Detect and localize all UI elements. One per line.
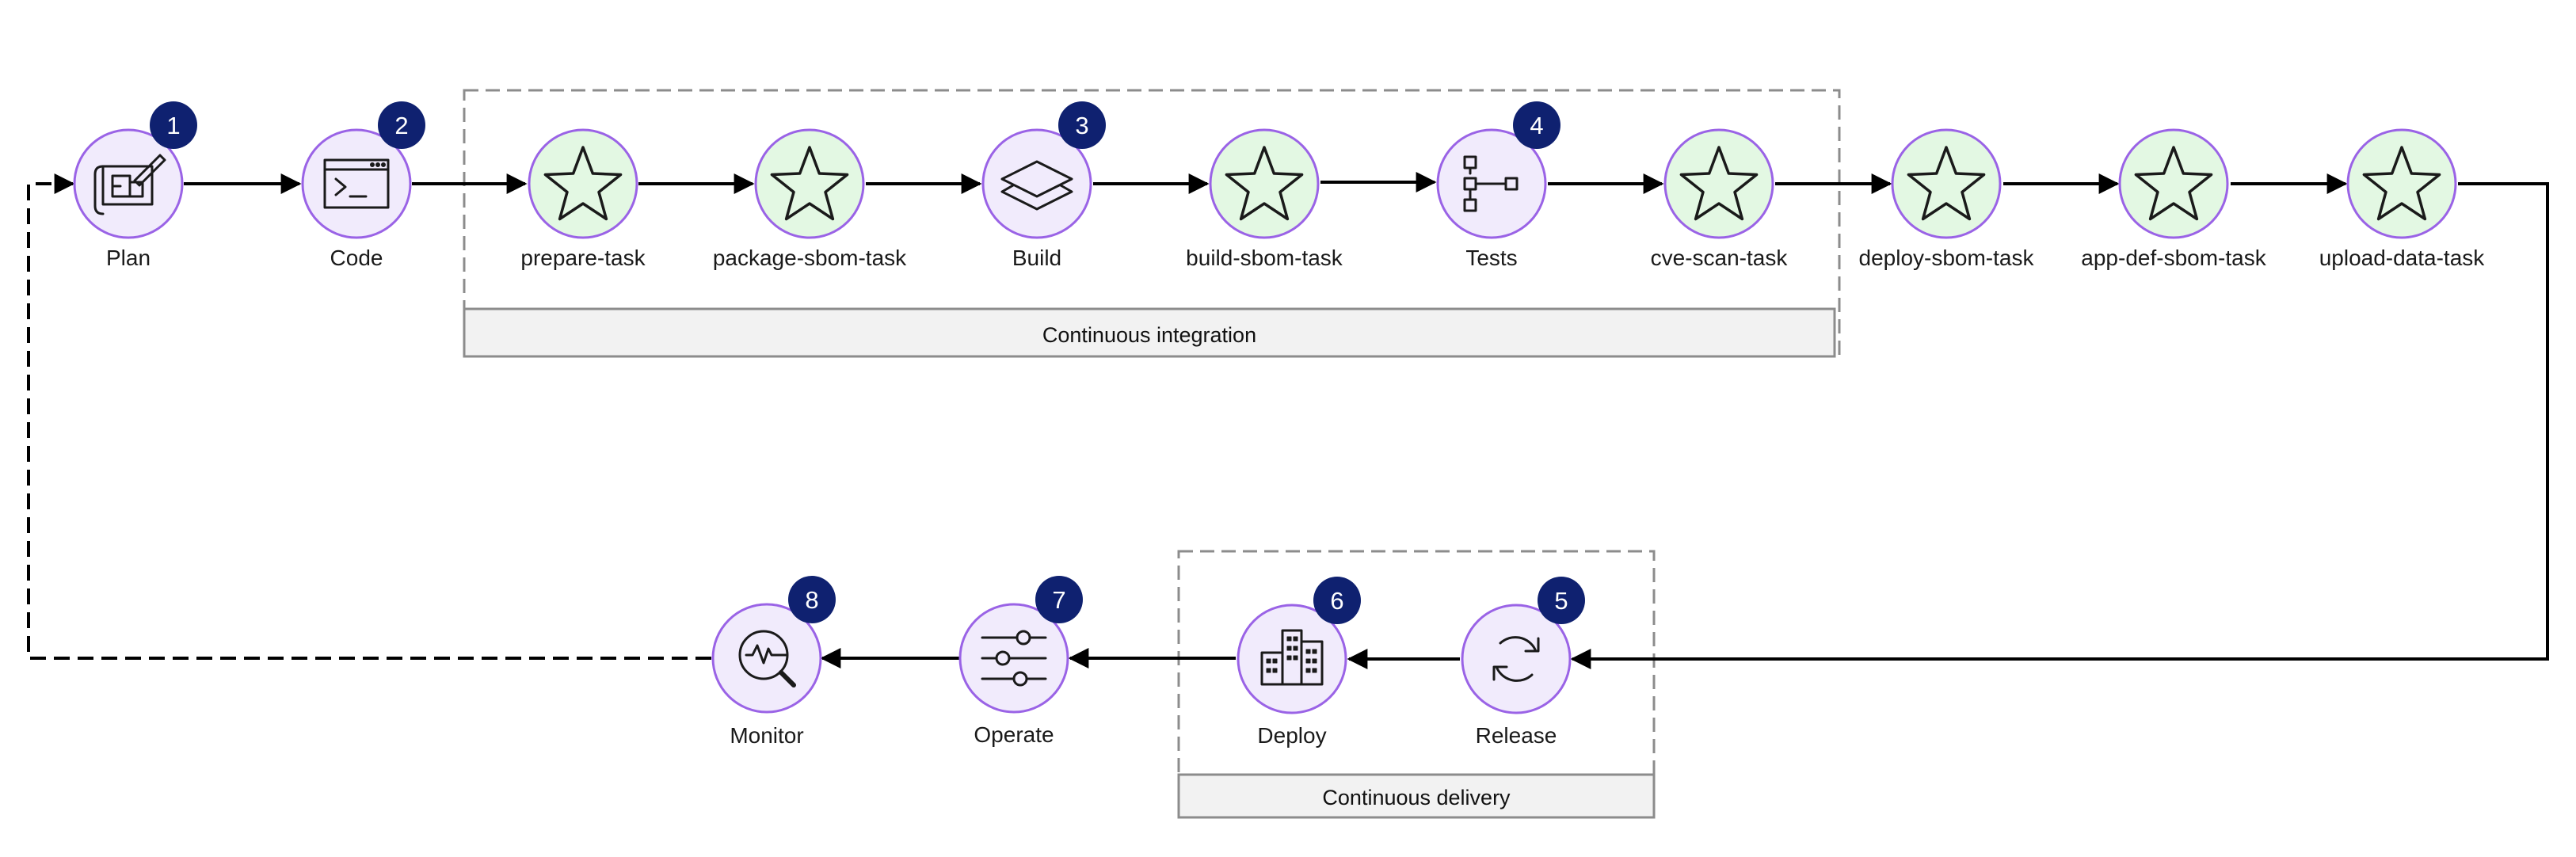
node-cvescan[interactable]: cve-scan-task — [1651, 128, 1789, 270]
node-prepare[interactable]: prepare-task — [520, 128, 646, 270]
node-circle — [1209, 128, 1320, 239]
node-circle — [528, 128, 638, 239]
terminal-window-icon — [323, 158, 390, 209]
step-badge: 5 — [1538, 577, 1585, 624]
node-label: prepare-task — [520, 246, 646, 270]
continuous-delivery-group: Continuous delivery — [1177, 550, 1656, 819]
node-label: package-sbom-task — [713, 246, 907, 270]
node-label: Build — [1012, 246, 1061, 270]
node-label: build-sbom-task — [1186, 246, 1343, 270]
node-build[interactable]: Build 3 — [981, 101, 1106, 270]
node-appdefsbom[interactable]: app-def-sbom-task — [2081, 128, 2267, 270]
step-number: 3 — [1075, 112, 1088, 139]
star-icon — [2134, 146, 2213, 221]
step-badge: 3 — [1058, 101, 1106, 149]
edge-monitor-plan-feedback — [27, 173, 711, 660]
node-operate[interactable]: Operate 7 — [958, 576, 1083, 747]
cd-label-box — [1177, 773, 1656, 819]
step-number: 4 — [1530, 112, 1543, 139]
node-label: deploy-sbom-task — [1859, 246, 2035, 270]
node-label: Monitor — [730, 723, 803, 748]
node-upload[interactable]: upload-data-task — [2319, 128, 2486, 270]
node-circle — [2118, 128, 2229, 239]
blueprint-icon — [93, 154, 166, 215]
edge-upload-release — [1570, 182, 2549, 669]
continuous-integration-group: Continuous integration — [463, 89, 1841, 358]
node-label: Release — [1476, 723, 1557, 748]
step-number: 1 — [166, 112, 180, 139]
connectors — [27, 172, 2549, 669]
star-icon — [2362, 146, 2441, 221]
step-badge: 1 — [150, 101, 197, 149]
node-code[interactable]: Code 2 — [301, 101, 425, 270]
node-label: Tests — [1465, 246, 1517, 270]
node-label: Deploy — [1257, 723, 1326, 748]
star-icon — [543, 146, 623, 221]
step-number: 8 — [805, 586, 818, 614]
flow-tree-icon — [1463, 155, 1519, 212]
node-pkgsbom[interactable]: package-sbom-task — [713, 128, 907, 270]
sliders-icon — [981, 630, 1047, 687]
step-number: 5 — [1554, 587, 1568, 615]
node-label: app-def-sbom-task — [2081, 246, 2266, 270]
step-number: 7 — [1052, 586, 1065, 614]
node-circle — [1237, 604, 1347, 714]
star-icon — [1679, 146, 1759, 221]
layers-icon — [1000, 160, 1073, 211]
node-circle — [73, 128, 184, 239]
node-buildsbom[interactable]: build-sbom-task — [1186, 128, 1343, 270]
monitor-search-icon — [738, 630, 796, 688]
node-circle — [1891, 128, 2002, 239]
step-badge: 8 — [788, 576, 836, 623]
node-circle — [1461, 604, 1572, 714]
star-icon — [770, 146, 849, 221]
refresh-icon — [1492, 636, 1540, 682]
node-label: Plan — [106, 246, 151, 270]
node-tests[interactable]: Tests 4 — [1436, 101, 1560, 270]
step-badge: 7 — [1035, 576, 1083, 623]
step-badge: 4 — [1513, 101, 1560, 149]
node-deploysbom[interactable]: deploy-sbom-task — [1859, 128, 2035, 270]
ci-label-box — [463, 307, 1836, 358]
node-label: upload-data-task — [2319, 246, 2486, 270]
node-circle — [1663, 128, 1774, 239]
node-monitor[interactable]: Monitor 8 — [711, 576, 836, 748]
node-circle — [981, 128, 1092, 239]
node-circle — [2346, 128, 2457, 239]
node-deploy[interactable]: Deploy 6 — [1237, 577, 1361, 748]
node-label: Operate — [974, 722, 1054, 747]
ci-label: Continuous integration — [1042, 323, 1256, 347]
step-number: 6 — [1330, 587, 1343, 615]
step-badge: 6 — [1313, 577, 1361, 624]
cd-label: Continuous delivery — [1322, 786, 1511, 809]
star-icon — [1225, 146, 1304, 221]
node-label: Code — [330, 246, 383, 270]
step-number: 2 — [394, 112, 408, 139]
star-icon — [1907, 146, 1986, 221]
node-circle — [301, 128, 412, 239]
node-circle — [754, 128, 865, 239]
node-label: cve-scan-task — [1651, 246, 1789, 270]
node-plan[interactable]: Plan 1 — [73, 101, 197, 270]
node-release[interactable]: Release 5 — [1461, 577, 1585, 748]
step-badge: 2 — [378, 101, 425, 149]
buildings-icon — [1260, 629, 1324, 686]
